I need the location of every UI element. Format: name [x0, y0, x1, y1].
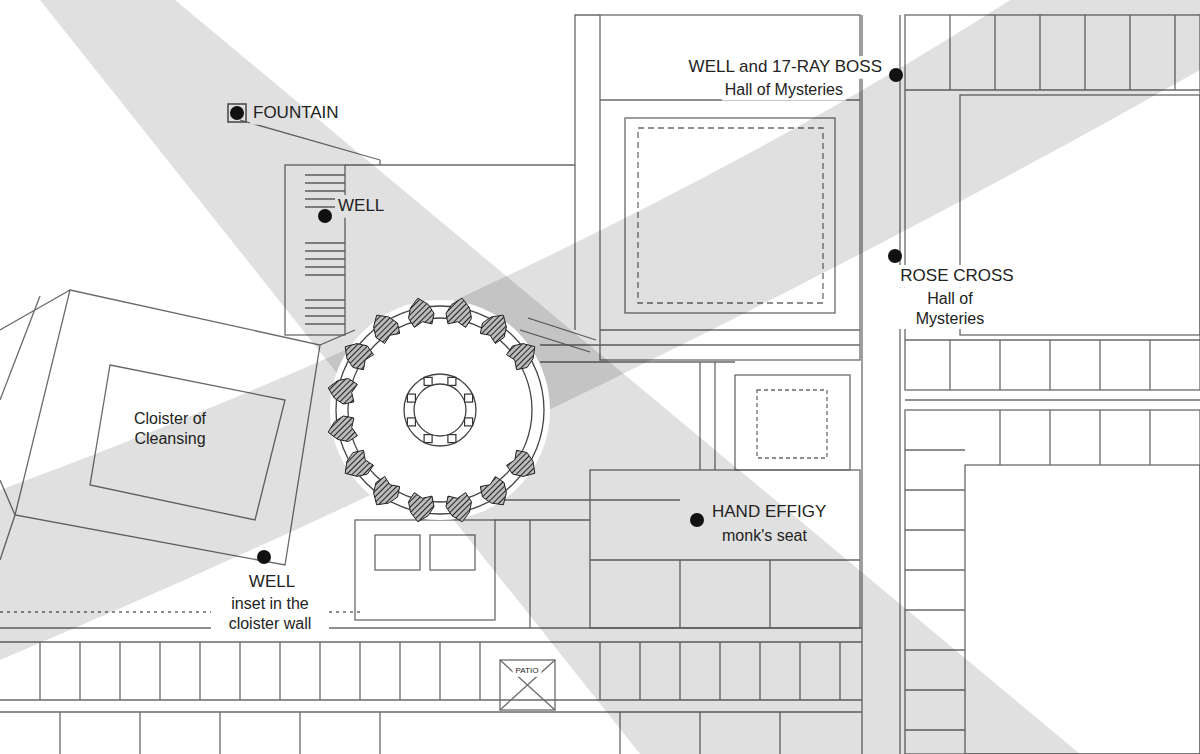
- map-label: HAND EFFIGY: [712, 502, 826, 523]
- rotunda-wedge: [409, 493, 435, 522]
- rotunda-wedge: [409, 298, 435, 327]
- map-label: Hall of Mysteries: [900, 289, 1000, 328]
- rotunda-wedge: [446, 298, 472, 327]
- map-label: inset in the cloister wall: [214, 594, 326, 633]
- location-dot: [690, 513, 704, 527]
- rotunda-wedge: [328, 416, 357, 442]
- pillar: [407, 394, 415, 402]
- map-label: monk's seat: [722, 526, 807, 546]
- location-dot: [230, 106, 244, 120]
- rotunda-wedge: [507, 450, 535, 476]
- label-patch: [246, 571, 298, 594]
- rotunda-wedge: [374, 477, 400, 505]
- rotunda-wedge: [480, 477, 506, 505]
- label-patch: [897, 265, 1016, 288]
- rotunda-wedge: [345, 450, 373, 476]
- rotunda-wedge: [446, 493, 472, 522]
- label-patch: [335, 195, 387, 218]
- pillar: [424, 377, 432, 385]
- rotunda-wedge: [374, 315, 400, 343]
- label-patch: [211, 593, 329, 634]
- map-label: Cloister of Cleansing: [124, 409, 216, 448]
- map-label: PATIO: [516, 666, 539, 676]
- label-patch: [897, 288, 1003, 329]
- map-label: ROSE CROSS: [900, 266, 1013, 287]
- location-dot: [889, 68, 903, 82]
- location-dot: [888, 249, 902, 263]
- label-patch: [719, 525, 810, 547]
- pillar: [407, 418, 415, 426]
- location-dot: [257, 550, 271, 564]
- pillar: [424, 435, 432, 443]
- label-patch: [250, 102, 342, 125]
- location-dots: [230, 68, 903, 564]
- label-patch: [722, 79, 846, 101]
- rotunda-wedge: [507, 344, 535, 370]
- location-dot: [318, 209, 332, 223]
- rotunda-wedge: [328, 379, 357, 405]
- map-label: WELL: [249, 572, 295, 593]
- label-patch: [709, 501, 829, 524]
- band: [0, 0, 1200, 660]
- pillar: [465, 418, 473, 426]
- rotunda-wedge: [345, 344, 373, 370]
- rotunda-wedge: [480, 315, 506, 343]
- label-patch: [686, 56, 885, 79]
- pillar: [448, 435, 456, 443]
- pillar: [465, 394, 473, 402]
- map-label: WELL: [338, 196, 384, 217]
- map-label: FOUNTAIN: [253, 103, 339, 124]
- label-patch: [513, 665, 542, 677]
- pillar: [448, 377, 456, 385]
- map-label: Hall of Mysteries: [725, 80, 843, 100]
- map-label: WELL and 17-RAY BOSS: [689, 57, 882, 78]
